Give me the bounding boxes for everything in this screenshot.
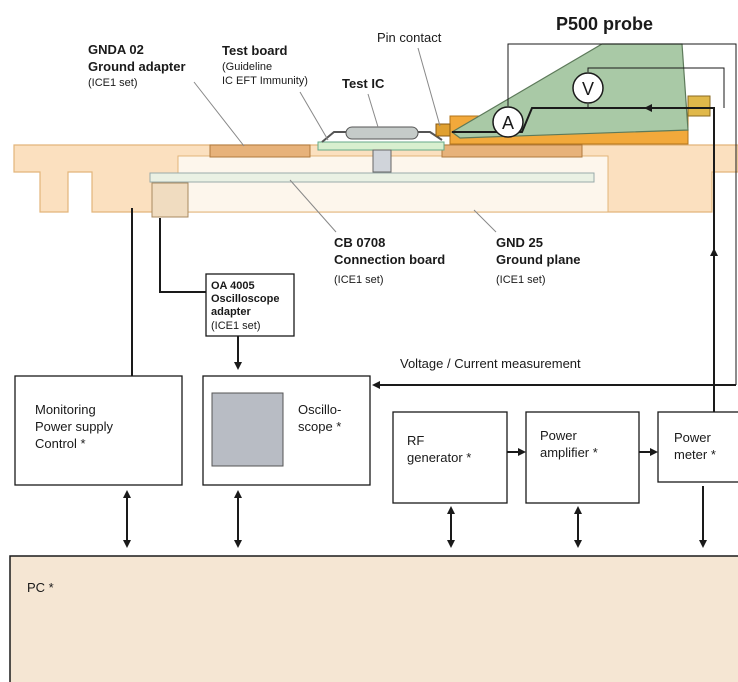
power-meter-label-2: meter * xyxy=(674,447,716,462)
pc-label: PC * xyxy=(27,580,54,595)
test-ic-label: Test IC xyxy=(342,76,385,91)
connector-block xyxy=(151,182,189,218)
ground-plane-recess xyxy=(177,155,609,213)
cb-sub: (ICE1 set) xyxy=(334,274,384,286)
power-meter-box xyxy=(657,411,738,483)
monitoring-label-3: Control * xyxy=(35,436,86,451)
oa-title-3: adapter xyxy=(211,306,251,318)
connector-to-oa-wire xyxy=(159,218,206,293)
ammeter-wire xyxy=(507,43,737,385)
voltmeter-symbol: V xyxy=(582,79,594,99)
test-ic-leader xyxy=(367,93,379,128)
gnd-leader xyxy=(473,209,497,233)
test-board xyxy=(317,141,445,151)
oa-title-2: Oscilloscope xyxy=(211,293,279,305)
ground-adapter xyxy=(209,144,311,158)
ground-adapter-right xyxy=(441,144,583,158)
test-board-post xyxy=(372,149,392,173)
oa-sub: (ICE1 set) xyxy=(211,320,261,332)
amplifier-label-1: Power xyxy=(540,428,578,443)
testboard-sub-1: (Guideline xyxy=(222,61,272,73)
rf-generator-label-2: generator * xyxy=(407,450,471,465)
connection-board xyxy=(149,172,595,183)
rf-generator-label-1: RF xyxy=(407,433,424,448)
pin-contact xyxy=(435,123,451,137)
monitoring-label-1: Monitoring xyxy=(35,402,96,417)
monitoring-box xyxy=(14,375,183,486)
probe-body xyxy=(450,43,689,139)
ammeter-symbol: A xyxy=(502,113,514,133)
amplifier-label-2: amplifier * xyxy=(540,445,598,460)
oscilloscope-screen xyxy=(211,392,284,467)
rf-generator-box xyxy=(392,411,508,504)
gnd-title-2: Ground plane xyxy=(496,252,581,267)
gnda-leader xyxy=(193,81,245,147)
cb-title-2: Connection board xyxy=(334,252,445,267)
oscilloscope-label-2: scope * xyxy=(298,419,341,434)
measurement-label: Voltage / Current measurement xyxy=(400,356,581,371)
gnda-title-2: Ground adapter xyxy=(88,59,186,74)
amplifier-box xyxy=(525,411,640,504)
oa-adapter-box xyxy=(205,273,295,337)
probe-connector xyxy=(687,95,711,117)
pc-box xyxy=(9,555,738,682)
ammeter xyxy=(492,106,524,138)
testboard-sub-2: IC EFT Immunity) xyxy=(222,75,308,87)
pin-contact-leader xyxy=(417,47,441,127)
test-ic xyxy=(345,126,419,140)
voltmeter xyxy=(572,72,604,104)
testboard-title: Test board xyxy=(222,43,288,58)
gnda-sub: (ICE1 set) xyxy=(88,77,138,89)
monitoring-label-2: Power supply xyxy=(35,419,114,434)
power-meter-label-1: Power xyxy=(674,430,712,445)
pin-contact-label: Pin contact xyxy=(377,30,442,45)
cb-title-1: CB 0708 xyxy=(334,235,385,250)
gnda-title-1: GNDA 02 xyxy=(88,42,144,57)
testboard-leader xyxy=(299,91,329,141)
probe-signal-wire xyxy=(452,107,690,133)
arrow-into-probe xyxy=(644,104,715,250)
voltmeter-wire xyxy=(587,67,725,108)
gnd-sub: (ICE1 set) xyxy=(496,274,546,286)
test-ic-leads xyxy=(321,131,443,143)
oscilloscope-label-1: Oscillo- xyxy=(298,402,341,417)
gnd-title-1: GND 25 xyxy=(496,235,543,250)
cb-leader xyxy=(289,179,337,233)
oa-title-1: OA 4005 xyxy=(211,280,255,292)
probe-title: P500 probe xyxy=(556,14,653,34)
